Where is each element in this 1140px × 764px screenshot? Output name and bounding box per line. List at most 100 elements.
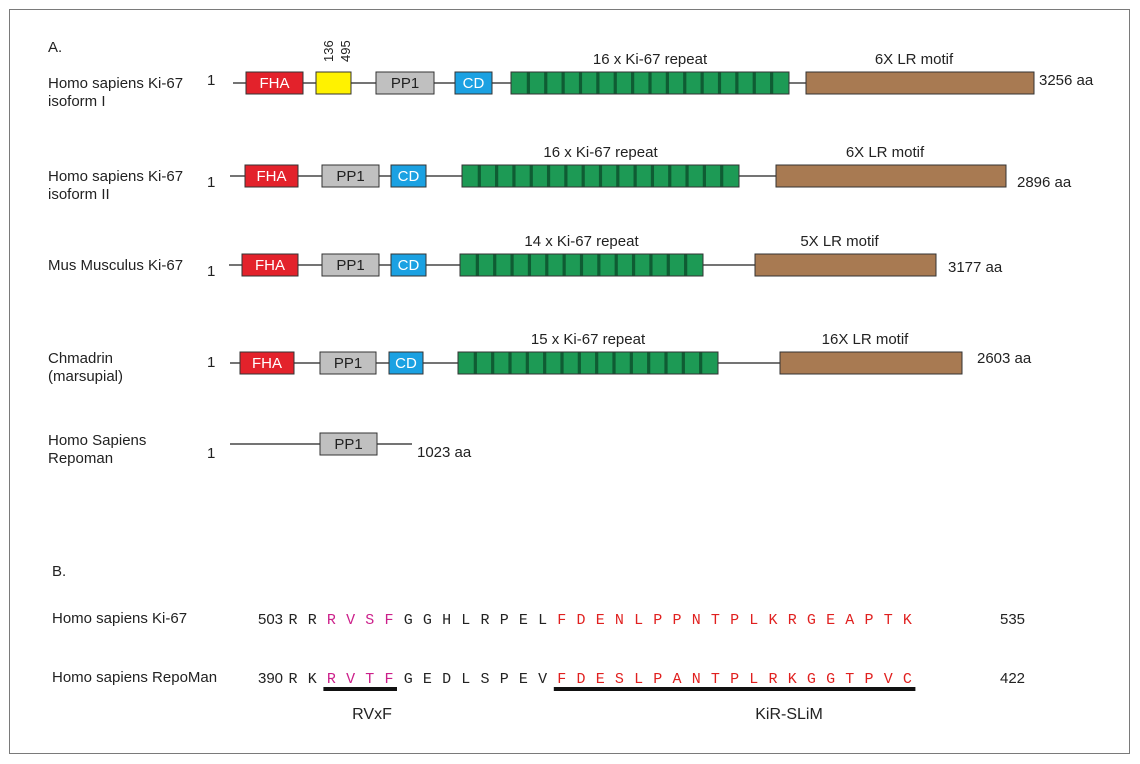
sequence-residue: K	[308, 671, 317, 688]
fha-domain-ki67-ii	[244, 164, 299, 188]
kir-slim-residue: D	[576, 671, 585, 688]
kir-slim-underline-label: KiR-SLiM	[755, 706, 823, 723]
kir-slim-residue: P	[730, 612, 739, 629]
residue-position-mark: 495	[338, 40, 353, 62]
kir-slim-residue: F	[557, 612, 566, 629]
kir-slim-residue: E	[596, 612, 605, 629]
protein-name-ki67-isoform-2: Homo sapiens Ki-67 isoform II	[48, 168, 184, 203]
pp1-domain-repoman	[319, 432, 378, 456]
repeat-unit-divider-ki67-ii	[685, 165, 689, 187]
repeat-block-outline-mus	[459, 253, 704, 277]
kir-slim-residue: A	[845, 612, 854, 629]
repeat-unit-divider-ki67-i	[561, 72, 565, 94]
sequence-start-position: 390	[258, 670, 283, 687]
repeat-unit-divider-mus	[614, 254, 618, 276]
repeat-unit-divider-ki67-ii	[529, 165, 533, 187]
rvxf-motif-residue: R	[327, 671, 336, 688]
kir-slim-residue: P	[672, 612, 681, 629]
sequence-residue: D	[442, 671, 451, 688]
protein-length-repoman: 1023 aa	[417, 444, 472, 461]
panel-a-label: A.	[48, 39, 63, 56]
rvxf-motif-residue: V	[346, 612, 355, 629]
fha-domain-label-ki67-i: FHA	[260, 75, 290, 92]
sequence-residue: G	[404, 612, 413, 629]
start-residue-repoman: 1	[207, 445, 215, 462]
cd-domain-label-ki67-i: CD	[463, 75, 485, 92]
fha-domain-label-ki67-ii: FHA	[257, 168, 287, 185]
rvxf-motif-residue: R	[327, 612, 336, 629]
kir-slim-residue: N	[615, 612, 624, 629]
repeat-count-label-ki67-i: 16 x Ki-67 repeat	[593, 51, 708, 68]
repeat-unit-divider-chmadrin	[577, 352, 581, 374]
start-residue-ki67-ii: 1	[207, 174, 215, 191]
repeat-unit-divider-chmadrin	[560, 352, 564, 374]
repeat-unit-divider-ki67-i	[752, 72, 756, 94]
repeat-unit-divider-ki67-ii	[702, 165, 706, 187]
protein-length-ki67-ii: 2896 aa	[1017, 174, 1072, 191]
repeat-unit-divider-chmadrin	[647, 352, 651, 374]
sequence-residue: E	[519, 612, 528, 629]
kir-slim-underline-bar	[553, 687, 916, 691]
protein-name-mus-musculus: Mus Musculus Ki-67	[48, 257, 184, 274]
repeat-block-outline-chmadrin	[457, 351, 719, 375]
kir-slim-residue: C	[903, 671, 912, 688]
lr-motif-label-mus: 5X LR motif	[800, 233, 879, 250]
repeat-count-label-mus: 14 x Ki-67 repeat	[524, 233, 639, 250]
repeat-unit-divider-mus	[684, 254, 688, 276]
kir-slim-residue: T	[711, 671, 720, 688]
repeat-unit-divider-mus	[597, 254, 601, 276]
protein-length-chmadrin: 2603 aa	[977, 350, 1032, 367]
kir-slim-residue: G	[807, 612, 816, 629]
fha-domain-ki67-i	[245, 71, 304, 95]
sequence-residue: V	[538, 671, 547, 688]
kir-slim-residue: N	[692, 671, 701, 688]
repeat-unit-divider-ki67-ii	[720, 165, 724, 187]
sequence-residue: R	[480, 612, 489, 629]
sequence-residue: P	[500, 612, 509, 629]
repeat-unit-divider-ki67-i	[735, 72, 739, 94]
rvxf-underline-bar	[323, 687, 397, 691]
repeat-unit-divider-mus	[493, 254, 497, 276]
repeat-unit-divider-ki67-i	[770, 72, 774, 94]
lr-motif-label-ki67-i: 6X LR motif	[875, 51, 954, 68]
residue-position-mark: 136	[321, 40, 336, 62]
protein-length-ki67-i: 3256 aa	[1039, 72, 1094, 89]
cd-domain-chmadrin	[388, 351, 424, 375]
repeat-unit-divider-ki67-ii	[650, 165, 655, 187]
repeat-unit-divider-mus	[649, 254, 653, 276]
rvxf-motif-residue: T	[365, 671, 374, 688]
kir-slim-residue: R	[768, 671, 777, 688]
kir-slim-residue: V	[884, 671, 893, 688]
kir-slim-residue: L	[634, 671, 643, 688]
repeat-unit-divider-chmadrin	[491, 352, 495, 374]
kir-slim-residue: G	[807, 671, 816, 688]
cd-domain-mus	[390, 253, 427, 277]
repeat-unit-divider-mus	[562, 254, 566, 276]
repeat-unit-divider-chmadrin	[473, 352, 477, 374]
yellow-domain-ki67-i	[315, 71, 352, 95]
pp1-domain-label-ki67-i: PP1	[391, 75, 419, 92]
repeat-unit-divider-chmadrin	[543, 352, 547, 374]
kir-slim-residue: E	[596, 671, 605, 688]
repeat-unit-divider-ki67-ii	[546, 165, 551, 187]
pp1-domain-ki67-ii	[321, 164, 380, 188]
cd-domain-label-ki67-ii: CD	[398, 168, 420, 185]
kir-slim-residue: R	[788, 612, 797, 629]
lr-domain-ki67-ii	[775, 164, 1007, 188]
sequence-residue: S	[480, 671, 489, 688]
cd-domain-label-mus: CD	[398, 257, 420, 274]
repeat-unit-divider-ki67-ii	[581, 165, 585, 187]
repeat-unit-divider-chmadrin	[664, 352, 668, 374]
repeat-unit-divider-ki67-i	[665, 72, 669, 94]
kir-slim-residue: L	[634, 612, 643, 629]
repeat-unit-divider-chmadrin	[699, 352, 703, 374]
repeat-block-outline-ki67-ii	[461, 164, 740, 188]
lr-domain-chmadrin	[779, 351, 963, 375]
start-residue-mus: 1	[207, 263, 215, 280]
kir-slim-residue: E	[826, 612, 835, 629]
sequence-residue: R	[288, 612, 297, 629]
lr-motif-label-chmadrin: 16X LR motif	[822, 331, 910, 348]
repeat-unit-divider-mus	[579, 254, 584, 276]
sequence-residue: R	[288, 671, 297, 688]
sequence-end-position: 422	[1000, 670, 1025, 687]
